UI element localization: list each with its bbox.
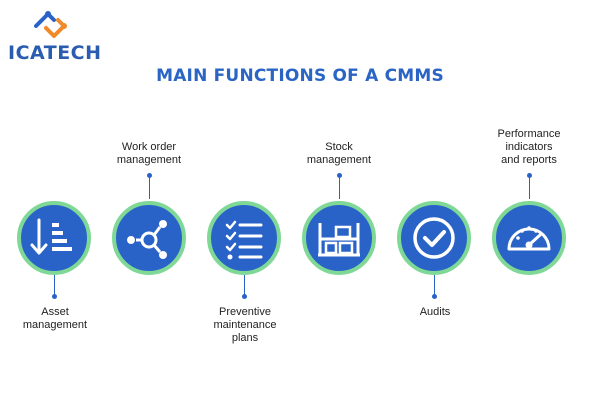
connector-line xyxy=(149,175,150,199)
function-performance-indicators xyxy=(492,201,566,275)
network-nodes-icon xyxy=(127,220,167,259)
function-stock-management xyxy=(302,201,376,275)
label-preventive-maintenance-plans: Preventive maintenance plans xyxy=(213,306,277,344)
connector-dot xyxy=(432,294,437,299)
connector-dot xyxy=(242,294,247,299)
function-audits xyxy=(397,201,471,275)
label-asset-management: Asset management xyxy=(22,306,88,331)
function-preventive-maintenance-plans xyxy=(207,201,281,275)
checklist-icon xyxy=(225,220,263,260)
check-circle-icon xyxy=(413,217,455,259)
connector-dot xyxy=(52,294,57,299)
speedometer-icon xyxy=(507,226,551,251)
function-asset-management xyxy=(17,201,91,275)
connector-line xyxy=(54,275,55,296)
connector-line xyxy=(434,275,435,296)
page-title: MAIN FUNCTIONS OF A CMMS xyxy=(156,66,444,86)
label-audits: Audits xyxy=(419,306,451,318)
connector-line xyxy=(244,275,245,296)
brand-name: ICATECH xyxy=(8,42,102,64)
connector-line xyxy=(339,175,340,199)
connector-line xyxy=(529,175,530,199)
icatech-logo-icon xyxy=(34,11,67,38)
label-stock-management: Stock management xyxy=(306,141,372,166)
descending-list-icon xyxy=(30,218,72,255)
brand-logo: ICATECH xyxy=(8,6,102,64)
label-performance-indicators: Performance indicators and reports xyxy=(497,128,561,166)
warehouse-shelves-icon xyxy=(318,223,360,257)
label-work-order-management: Work order management xyxy=(116,141,182,166)
function-work-order-management xyxy=(112,201,186,275)
